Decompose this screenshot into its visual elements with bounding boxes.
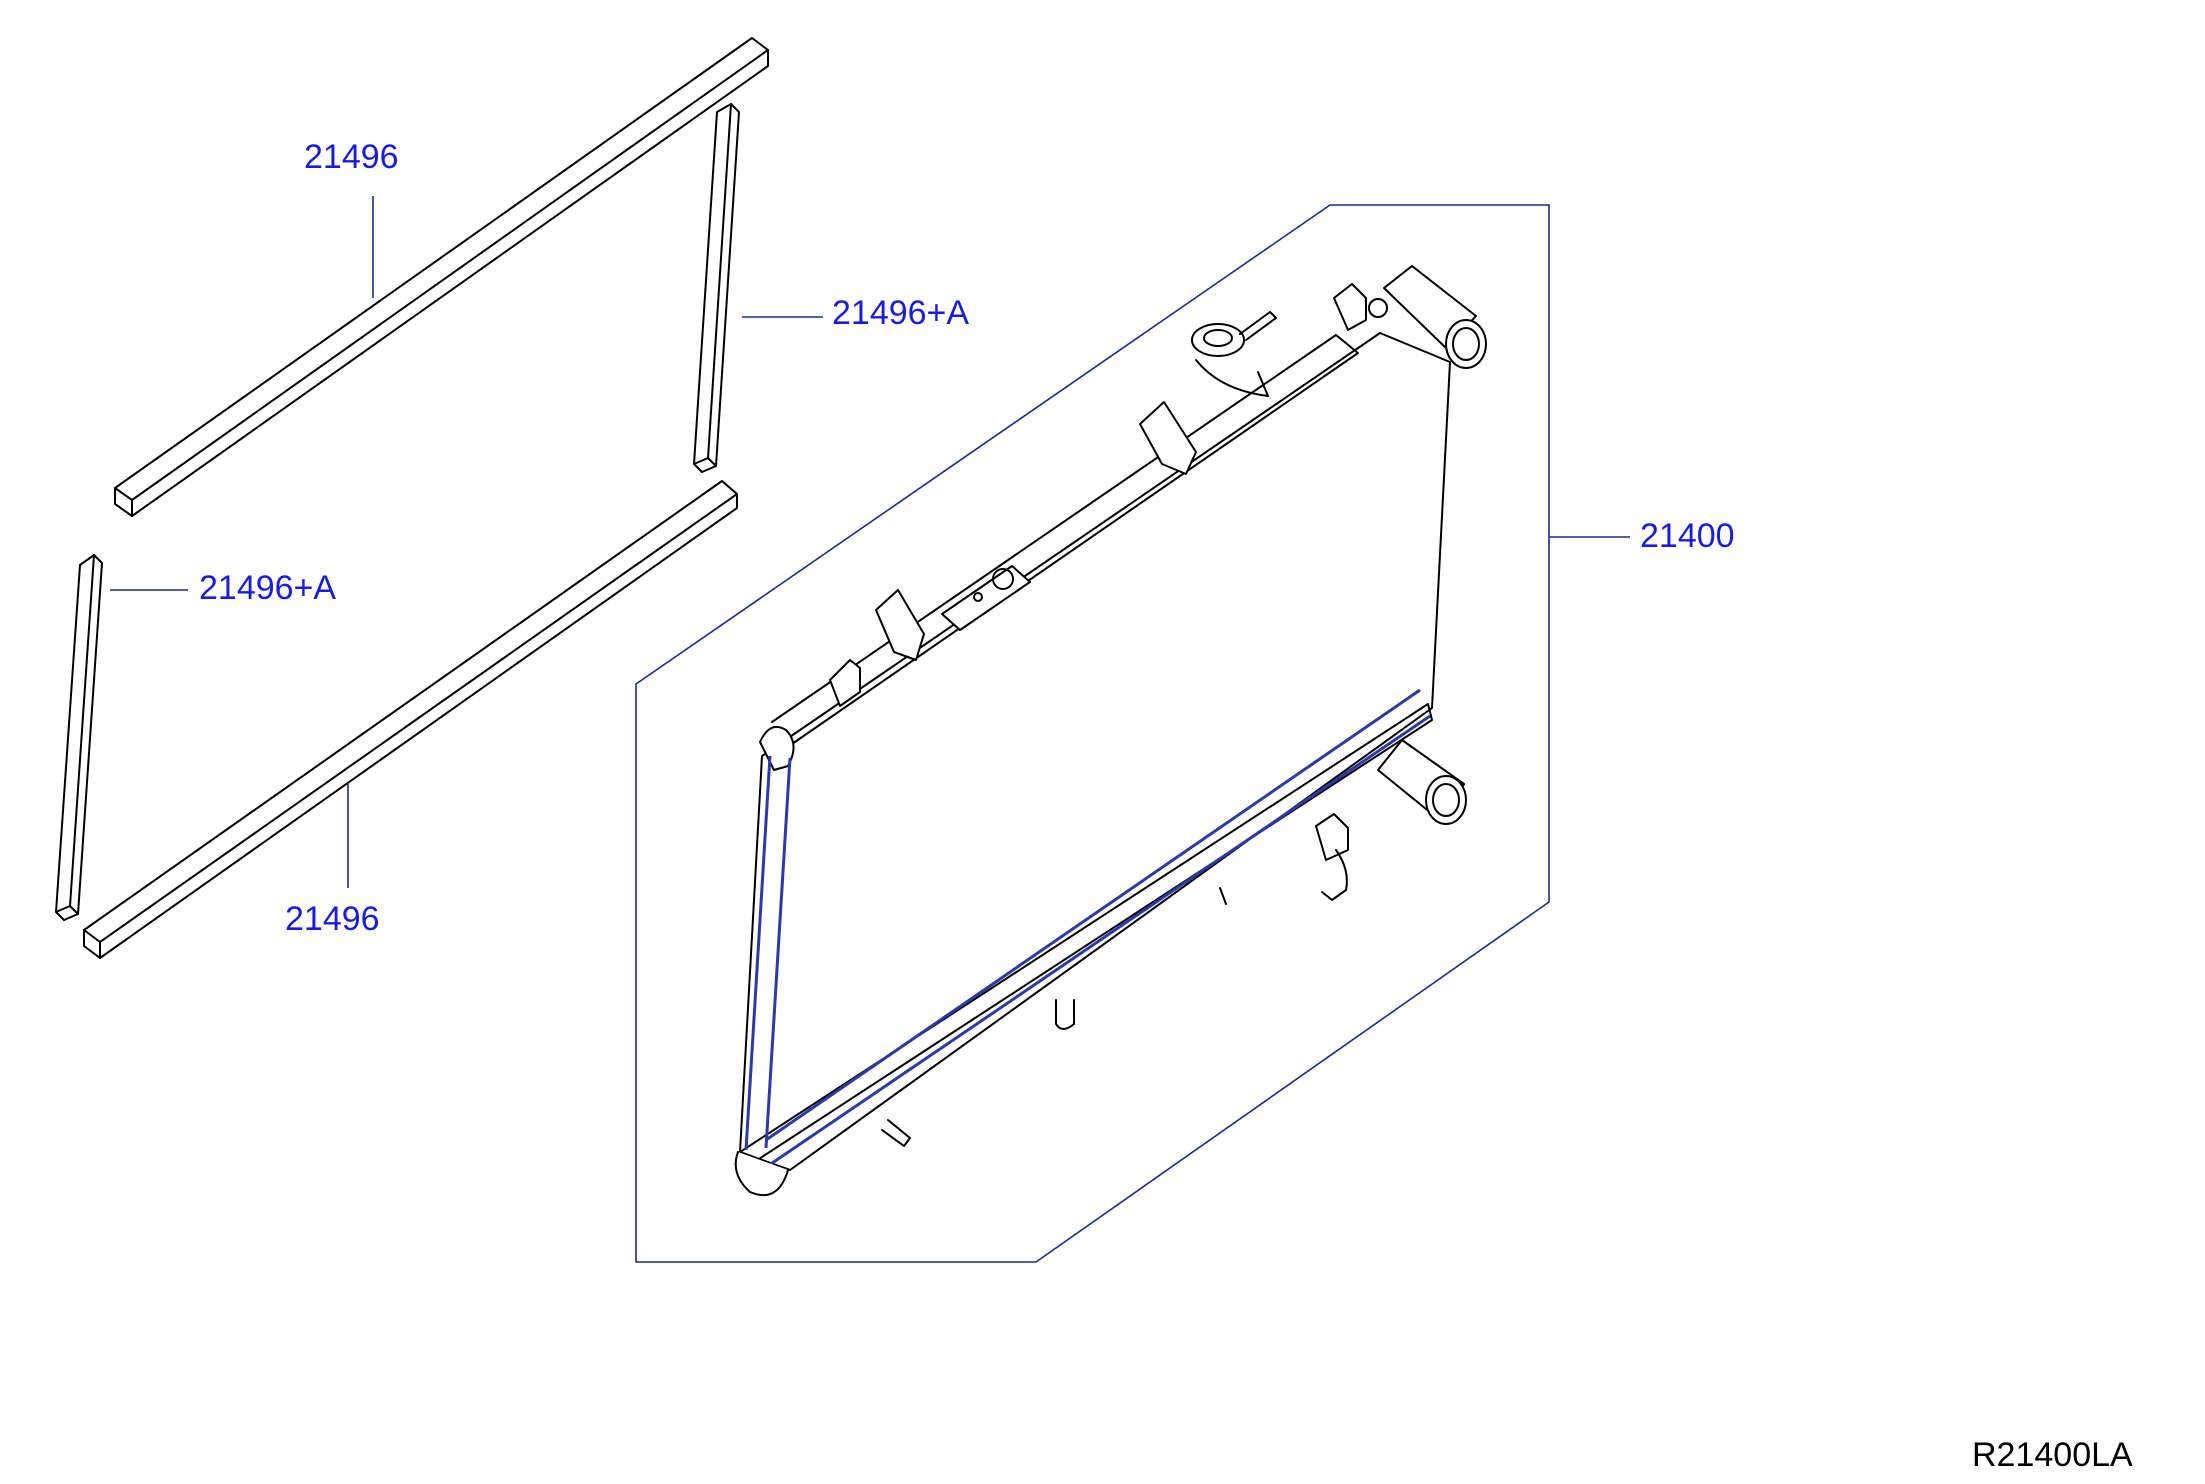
label-seal-bottom: 21496 <box>285 900 380 938</box>
seal-strip-bottom[interactable] <box>83 480 738 959</box>
radiator-assembly[interactable] <box>734 265 1487 1197</box>
radiator-assembly-frame <box>635 204 1550 1263</box>
label-seal-top: 21496 <box>304 138 399 176</box>
label-radiator: 21400 <box>1640 517 1735 555</box>
seal-strip-left-side[interactable] <box>55 554 103 921</box>
label-seal-right-side: 21496+A <box>832 294 970 332</box>
seal-strip-right-side[interactable] <box>693 103 740 473</box>
diagram-code: R21400LA <box>1972 1436 2133 1474</box>
seal-strip-top[interactable] <box>114 37 769 517</box>
label-seal-left-side: 21496+A <box>199 569 337 607</box>
